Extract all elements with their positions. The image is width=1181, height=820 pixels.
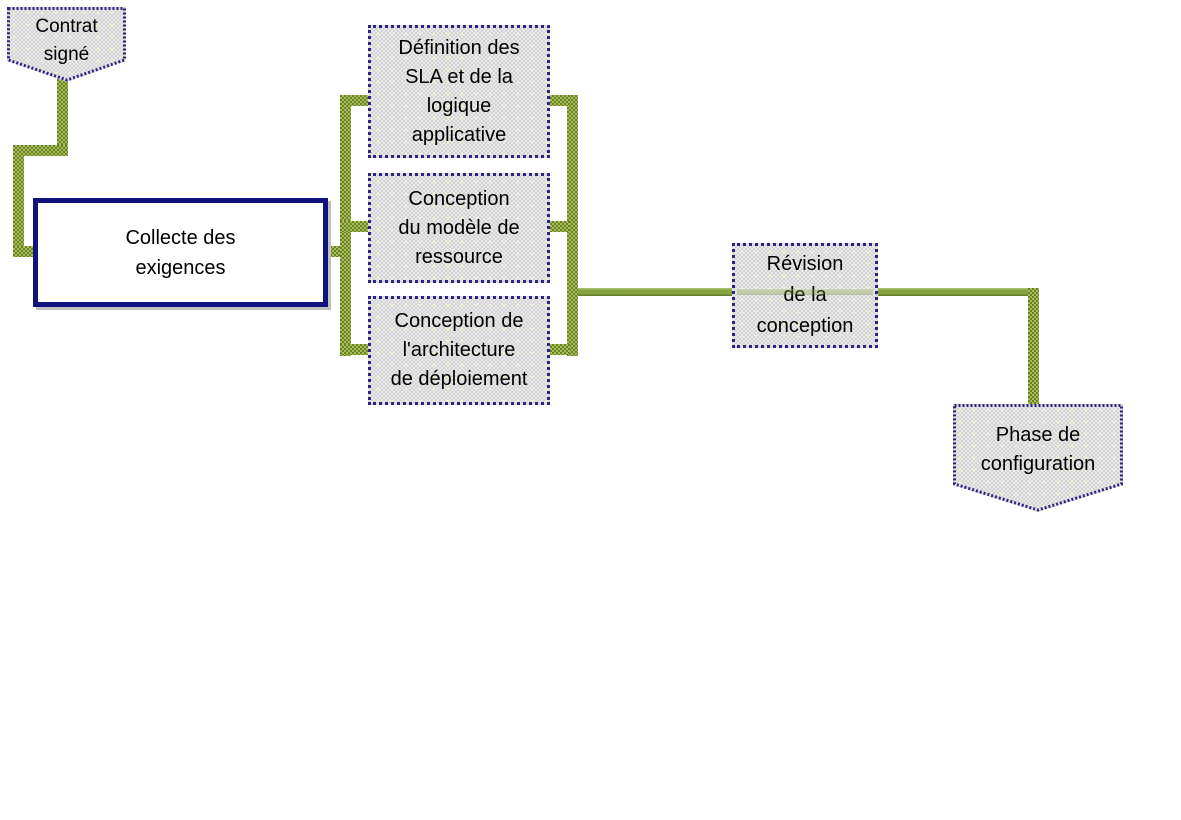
- connector-through-revision: [737, 289, 873, 295]
- connector-revision-phase-horizontal: [878, 288, 1039, 296]
- phase-configuration-label: Phase de configuration: [980, 424, 1096, 475]
- conception-architecture-label: Conception de l'architecture de déploiem…: [390, 310, 528, 390]
- end-node-phase-configuration: Phase de configuration: [953, 404, 1123, 512]
- connector-stub-left-architecture: [340, 344, 370, 355]
- connector-stub-left-sla: [340, 95, 370, 106]
- connector-stub-right-modele: [548, 221, 570, 232]
- connector-contrat-collecte-seg2: [13, 145, 68, 156]
- node-conception-architecture: Conception de l'architecture de déploiem…: [368, 296, 550, 405]
- connector-bus-revision: [578, 288, 732, 296]
- node-definition-sla: Définition des SLA et de la logique appl…: [368, 25, 550, 158]
- connector-stub-left-modele: [340, 221, 370, 232]
- collecte-exigences-label: Collecte des exigences: [125, 226, 236, 279]
- connector-revision-phase-vertical: [1028, 288, 1039, 404]
- connector-contrat-collecte-seg4: [13, 246, 37, 257]
- phase-configuration-border: [953, 404, 1123, 512]
- connector-right-bus: [567, 95, 578, 356]
- conception-modele-label: Conception du modèle de ressource: [398, 187, 520, 268]
- node-collecte-exigences: Collecte des exigences: [33, 198, 328, 307]
- contrat-signe-label: Contrat signé: [35, 16, 98, 65]
- definition-sla-label: Définition des SLA et de la logique appl…: [398, 36, 520, 146]
- node-revision-conception: Révision de la conception: [732, 243, 878, 348]
- connector-collecte-bus: [326, 246, 344, 257]
- connector-contrat-collecte-seg3: [13, 145, 24, 257]
- connector-stub-right-sla: [548, 95, 570, 106]
- revision-conception-label: Révision de la conception: [756, 253, 854, 337]
- contrat-signe-border: [7, 7, 126, 82]
- node-conception-modele: Conception du modèle de ressource: [368, 173, 550, 283]
- connector-contrat-collecte-seg1: [57, 79, 68, 152]
- connector-stub-right-architecture: [548, 344, 570, 355]
- start-node-contrat-signe: Contrat signé: [7, 7, 126, 82]
